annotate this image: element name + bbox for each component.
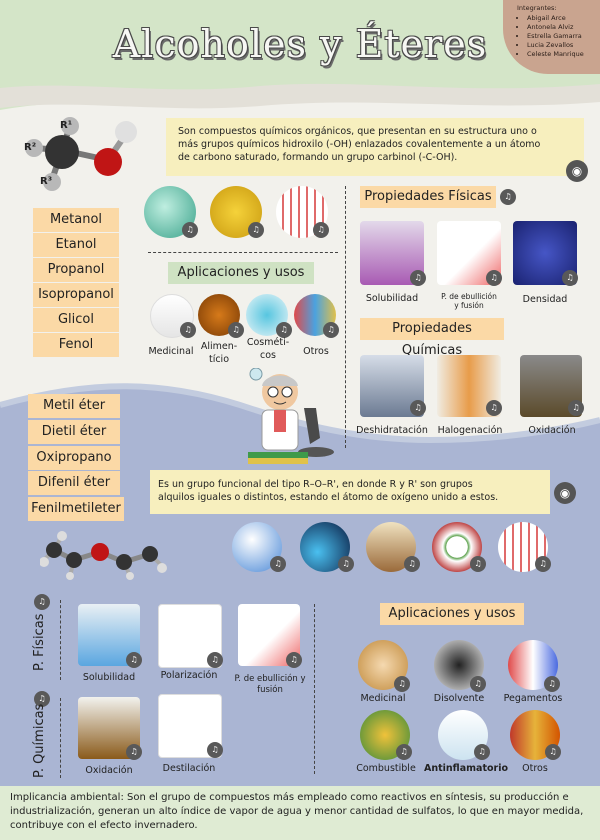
environmental-impact-text: Implicancia ambiental: Son el grupo de c…: [0, 786, 600, 840]
alcohol-applications-title: Aplicaciones y usos: [168, 262, 314, 284]
alcohol-chemical-title: Propiedades Químicas: [360, 318, 504, 358]
audio-icon[interactable]: ♫: [544, 676, 560, 692]
audio-icon[interactable]: ♫: [470, 676, 486, 692]
chemical-label: Deshidratación: [356, 425, 428, 436]
audio-icon[interactable]: ♫: [562, 270, 578, 286]
divider: [345, 186, 346, 448]
ether-physical-label: Polarización: [160, 670, 218, 681]
audio-icon[interactable]: ♫: [470, 556, 486, 572]
audio-icon[interactable]: ♫: [486, 270, 502, 286]
ether-physical-label: Solubilidad: [82, 672, 136, 683]
chemical-label: Halogenación: [437, 425, 503, 436]
audio-icon[interactable]: ♫: [323, 322, 339, 338]
molecule-label-r2: R²: [24, 142, 37, 153]
ether-application-label: Combustible: [356, 763, 416, 774]
audio-icon[interactable]: ♫: [126, 744, 142, 760]
alcohol-example-metanol: Metanol: [33, 208, 119, 232]
ether-application-label: Pegamentos: [503, 693, 563, 704]
members-heading: Integrantes:: [517, 4, 557, 12]
alcohol-example-propanol: Propanol: [33, 258, 119, 282]
application-label: Alimen- tício: [200, 341, 238, 365]
member-name: Lucia Zevallos: [527, 41, 600, 50]
audio-icon[interactable]: ♫: [404, 556, 420, 572]
physical-label: Densidad: [522, 294, 568, 305]
audio-icon[interactable]: ♫: [270, 556, 286, 572]
ether-application-label: Otros: [522, 763, 548, 774]
members-list: Abigail Arce Antonela Alviz Estrella Gam…: [517, 14, 600, 59]
ether-example-difenil-eter: Difenil éter: [28, 471, 120, 495]
application-image-medicinal: [150, 294, 194, 338]
eye-icon[interactable]: ◉: [554, 482, 576, 504]
ether-example-dietil-eter: Dietil éter: [28, 420, 120, 444]
audio-icon[interactable]: ♫: [34, 691, 50, 707]
ether-application-label: Medicinal: [360, 693, 406, 704]
ether-physical-label: P. de ebullición y fusión: [234, 674, 306, 695]
alcohol-description: Son compuestos químicos orgánicos, que p…: [166, 118, 584, 176]
scientist-illustration: [248, 368, 334, 464]
ether-molecule-illustration: [40, 531, 167, 580]
audio-icon[interactable]: ♫: [228, 322, 244, 338]
alcohol-example-fenol: Fenol: [33, 333, 119, 357]
member-name: Celeste Manrique: [527, 50, 600, 59]
ether-application-label: Disolvente: [433, 693, 485, 704]
ether-example-oxipropano: Oxipropano: [28, 446, 120, 470]
alcohol-molecule-illustration: [25, 117, 137, 191]
ether-chemical-label: Destilación: [162, 763, 216, 774]
divider: [60, 600, 61, 680]
audio-icon[interactable]: ♫: [207, 652, 223, 668]
ether-example-metil-eter: Metil éter: [28, 394, 120, 418]
audio-icon[interactable]: ♫: [535, 556, 551, 572]
ether-applications-title: Aplicaciones y usos: [380, 603, 524, 625]
audio-icon[interactable]: ♫: [410, 400, 426, 416]
divider: [148, 252, 338, 253]
molecule-label-r1: R¹: [60, 120, 73, 131]
audio-icon[interactable]: ♫: [313, 222, 329, 238]
audio-icon[interactable]: ♫: [286, 652, 302, 668]
divider: [314, 604, 315, 774]
audio-icon[interactable]: ♫: [474, 744, 490, 760]
physical-label: P. de ebullición y fusión: [441, 292, 497, 310]
alcohol-example-isopropanol: Isopropanol: [33, 283, 119, 307]
eye-icon[interactable]: ◉: [566, 160, 588, 182]
ether-description: Es un grupo funcional del tipo R–O–R', e…: [150, 470, 550, 514]
alcohol-example-etanol: Etanol: [33, 233, 119, 257]
divider: [60, 698, 61, 778]
chemical-label: Oxidación: [528, 425, 576, 436]
audio-icon[interactable]: ♫: [34, 594, 50, 610]
molecule-label-r3: R³: [40, 176, 53, 187]
audio-icon[interactable]: ♫: [568, 400, 584, 416]
ether-application-label: Antinflamatorio: [424, 763, 508, 774]
audio-icon[interactable]: ♫: [394, 676, 410, 692]
application-label: Otros: [303, 346, 329, 357]
ether-chemical-label: Oxidación: [85, 765, 133, 776]
alcohol-physical-title: Propiedades Físicas: [360, 186, 496, 208]
ether-example-fenilmetileter: Fenilmetileter: [28, 497, 124, 521]
alcohol-example-glicol: Glicol: [33, 308, 119, 332]
application-label: Cosméti- cos: [246, 337, 290, 361]
audio-icon[interactable]: ♫: [207, 742, 223, 758]
audio-icon[interactable]: ♫: [545, 744, 561, 760]
audio-icon[interactable]: ♫: [338, 556, 354, 572]
audio-icon[interactable]: ♫: [486, 400, 502, 416]
ether-physical-title: P. Físicas: [32, 613, 47, 671]
audio-icon[interactable]: ♫: [180, 322, 196, 338]
member-name: Antonela Alviz: [527, 23, 600, 32]
ether-chemical-title: P. Químicas: [32, 703, 47, 779]
audio-icon[interactable]: ♫: [500, 189, 516, 205]
member-name: Abigail Arce: [527, 14, 600, 23]
audio-icon[interactable]: ♫: [410, 270, 426, 286]
page-title: Alcoholes y Éteres: [112, 22, 488, 66]
audio-icon[interactable]: ♫: [276, 322, 292, 338]
application-label: Medicinal: [148, 346, 194, 357]
member-name: Estrella Gamarra: [527, 32, 600, 41]
physical-label: Solubilidad: [365, 293, 419, 304]
members-card: Integrantes: Abigail Arce Antonela Alviz…: [503, 0, 600, 74]
audio-icon[interactable]: ♫: [182, 222, 198, 238]
audio-icon[interactable]: ♫: [126, 652, 142, 668]
audio-icon[interactable]: ♫: [396, 744, 412, 760]
audio-icon[interactable]: ♫: [248, 222, 264, 238]
